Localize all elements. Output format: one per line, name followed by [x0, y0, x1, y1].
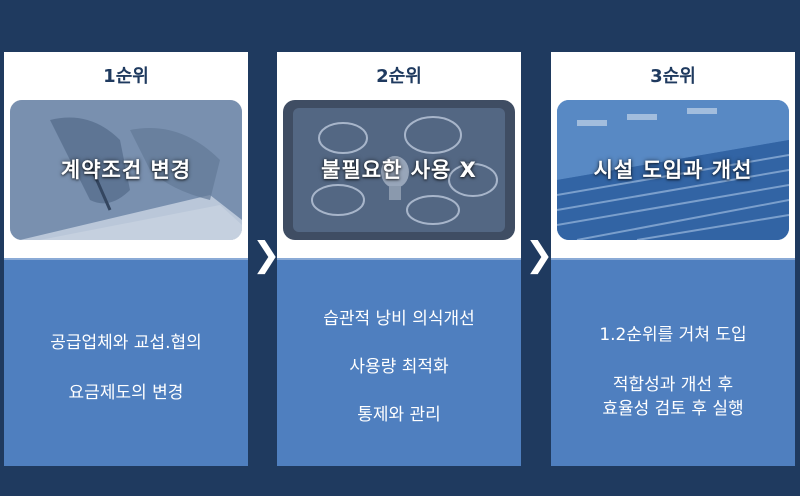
step-rank-1: 1순위 [103, 66, 149, 87]
chevron-right-icon: ❯ [525, 235, 554, 275]
step-rank-3: 3순위 [650, 66, 696, 87]
step-2-line-1: 습관적 낭비 의식개선 [323, 309, 475, 329]
step-body-3: 1.2순위를 거쳐 도입 적합성과 개선 후 효율성 검토 후 실행 [551, 258, 795, 466]
step-1-line-2: 요금제도의 변경 [68, 383, 184, 403]
contract-signing-image [10, 100, 242, 240]
step-2-line-2: 사용량 최적화 [349, 357, 449, 377]
chevron-right-icon: ❯ [252, 235, 281, 275]
step-1-line-1: 공급업체와 교섭.협의 [50, 333, 202, 353]
step-image-3: 시설 도입과 개선 [557, 100, 789, 240]
step-3-line-1: 1.2순위를 거쳐 도입 [599, 325, 747, 345]
step-image-2: 불필요한 사용 X [283, 100, 515, 240]
step-image-1: 계약조건 변경 [10, 100, 242, 240]
step-title-1: 계약조건 변경 [60, 158, 192, 182]
step-body-1: 공급업체와 교섭.협의 요금제도의 변경 [4, 258, 248, 466]
step-rank-2: 2순위 [376, 66, 422, 87]
step-title-3: 시설 도입과 개선 [593, 158, 753, 182]
step-2-line-3: 통제와 관리 [357, 405, 441, 425]
step-body-2: 습관적 낭비 의식개선 사용량 최적화 통제와 관리 [277, 258, 521, 466]
lightbulb-chalkboard-image [283, 100, 515, 240]
step-title-2: 불필요한 사용 X [321, 158, 477, 182]
step-3-line-2: 적합성과 개선 후 [612, 375, 734, 395]
step-card-3: 3순위 시설 도입과 개선 1.2순위를 거쳐 도입 적합성과 개선 후 [551, 52, 795, 466]
step-3-line-3: 효율성 검토 후 실행 [602, 399, 744, 419]
step-card-2: 2순위 불필요한 사용 X 습관적 낭비 의식개선 사용량 최적화 통제와 관리 [277, 52, 521, 466]
step-card-1: 1순위 계약조건 변경 공급업체와 교섭.협의 요금제도의 변경 [4, 52, 248, 466]
facility-aerial-image [557, 100, 789, 240]
